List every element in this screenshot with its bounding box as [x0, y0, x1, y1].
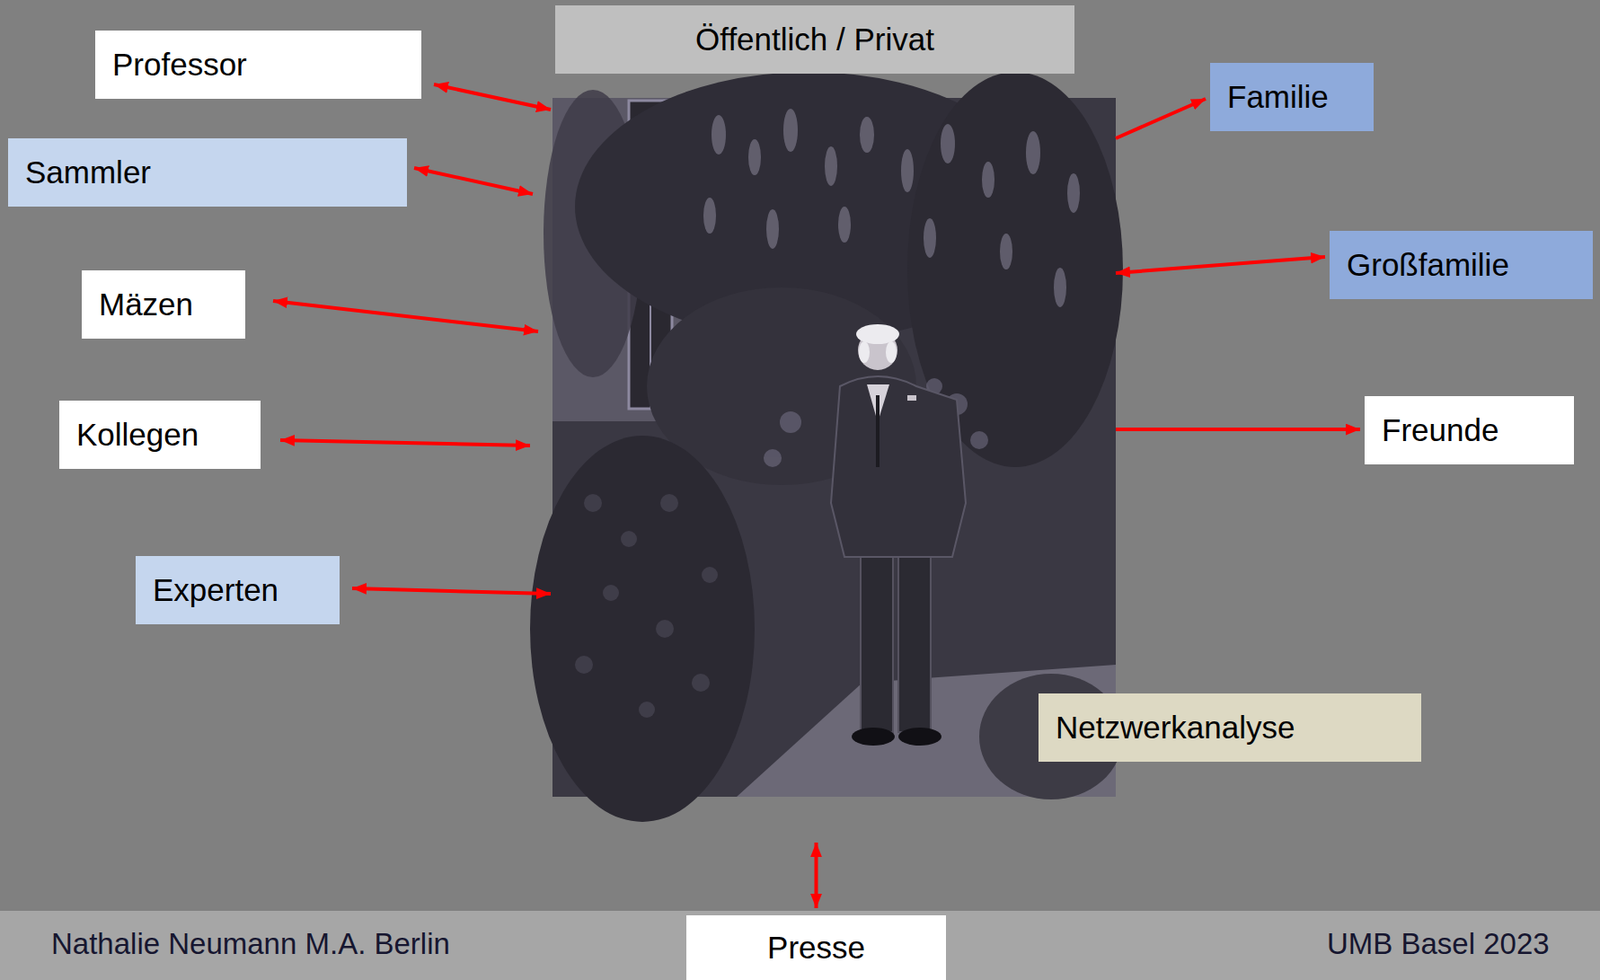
- press-box: Presse: [686, 915, 946, 980]
- private-box: Großfamilie: [1329, 230, 1593, 300]
- node-label: Netzwerkanalyse: [1055, 709, 1296, 746]
- node-label: Experten: [152, 572, 279, 609]
- node-label: Freunde: [1381, 412, 1499, 449]
- role-box: Sammler: [8, 138, 407, 207]
- node-label: Presse: [767, 929, 866, 966]
- leader-arrow: [352, 588, 551, 594]
- man-figure: [830, 324, 966, 746]
- private-box: Freunde: [1364, 396, 1574, 465]
- footer-band: Nathalie Neumann M.A. Berlin UMB Basel 20…: [0, 910, 1600, 980]
- role-box: Experten: [135, 556, 340, 625]
- node-label: Mäzen: [98, 286, 194, 323]
- node-label: Familie: [1227, 79, 1329, 115]
- leader-arrow: [273, 300, 539, 332]
- method-box: Netzwerkanalyse: [1038, 693, 1422, 762]
- leader-arrow: [280, 440, 531, 446]
- node-label: Öffentlich / Privat: [695, 21, 935, 58]
- role-box: Professor: [95, 30, 422, 99]
- leader-arrow: [433, 84, 551, 110]
- private-box: Familie: [1210, 62, 1374, 132]
- node-label: Sammler: [25, 154, 151, 191]
- photo-scene: [530, 71, 1123, 823]
- footer-text: Nathalie Neumann M.A. Berlin: [51, 927, 451, 962]
- leader-arrow: [414, 167, 533, 195]
- node-label: Professor: [112, 46, 248, 83]
- leader-arrow: [1115, 98, 1206, 139]
- leader-arrow: [814, 842, 819, 909]
- node-label: Großfamilie: [1346, 247, 1510, 283]
- heading-band: Öffentlich / Privat: [555, 5, 1075, 74]
- node-label: Kollegen: [76, 416, 199, 453]
- leader-arrow: [1115, 427, 1361, 432]
- footer-text: UMB Basel 2023: [1326, 927, 1550, 962]
- role-box: Kollegen: [59, 400, 261, 469]
- leader-arrow: [1115, 256, 1326, 274]
- role-box: Mäzen: [81, 270, 246, 339]
